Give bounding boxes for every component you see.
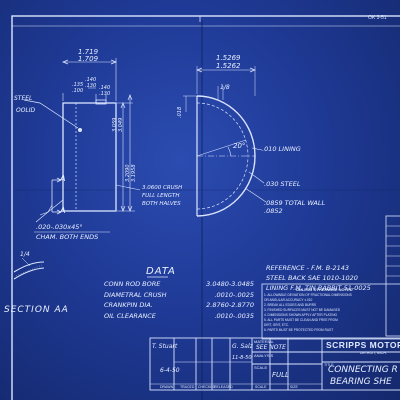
section-letter-a-bottom: A bbox=[60, 206, 66, 215]
leader-label-steel: STEEL bbox=[14, 95, 33, 102]
dim-notch-c: .140 bbox=[85, 77, 97, 83]
dim-notch-e: .140 bbox=[99, 85, 111, 91]
section-aa-label: SECTION AA bbox=[4, 305, 69, 315]
dim-width-bottom: 1.709 bbox=[78, 55, 99, 63]
col-checked: CHECKED bbox=[198, 385, 216, 389]
reference-line-3: LINING F.M. TIN BABBIT 51-0025 bbox=[266, 284, 371, 292]
dim-notch-a: .135 bbox=[72, 82, 84, 88]
sheet-border bbox=[11, 15, 400, 400]
drawn-signature: T. Stuart bbox=[152, 343, 178, 350]
length-label-full: FULL LENGTH bbox=[142, 193, 180, 199]
col-scale: SCALE bbox=[255, 385, 267, 389]
dim-width-top: 1.719 bbox=[78, 48, 99, 56]
note-line: 5. ALL PARTS MUST BE CLEAN AND FREE FROM bbox=[264, 318, 338, 322]
length-label-crush: 3.0600 CRUSH bbox=[142, 185, 183, 191]
right-view-outline bbox=[183, 66, 267, 217]
data-row: DIAMETRAL CRUSH .0010-.0025 bbox=[104, 290, 254, 303]
arc-side-dim: .018 bbox=[177, 106, 183, 118]
data-row-label: CONN ROD BORE bbox=[104, 280, 161, 288]
note-line: DIRT, GRIT, ETC. bbox=[264, 323, 290, 327]
total-wall-label: .0859 TOTAL WALL bbox=[264, 199, 326, 207]
left-view-outline bbox=[23, 58, 141, 233]
material-value: SEE NOTE bbox=[256, 344, 286, 351]
dim-notch-d: .130 bbox=[85, 83, 97, 89]
material-label: MATERIAL bbox=[254, 339, 274, 344]
scale-label: SCALE bbox=[254, 365, 268, 370]
chamfer-size: .020-.030x45° bbox=[36, 223, 83, 231]
steel-label: .030 STEEL bbox=[264, 180, 301, 188]
vertical-dim-2: 3.049 bbox=[118, 117, 124, 132]
length-label-halves: BOTH HALVES bbox=[142, 201, 181, 207]
notes-heading: UNLESS OTHERWISE NOTED bbox=[296, 287, 353, 292]
data-table-title: DATA bbox=[146, 266, 176, 277]
data-row: CRANKPIN DIA. 2.8760-2.8770 bbox=[104, 302, 254, 313]
vertical-dim-4: 3.1958 bbox=[131, 164, 137, 183]
title-block-grid bbox=[149, 337, 400, 391]
data-row: OIL CLEARANCE .0010-.0035 bbox=[104, 311, 254, 324]
data-row-value: .0010-.0025 bbox=[214, 290, 254, 299]
data-table: CONN ROD BORE 3.0480-3.0485 DIAMETRAL CR… bbox=[104, 281, 254, 323]
arc-dim-top-1: 1.5269 bbox=[216, 54, 241, 62]
col-traced: TRACED bbox=[180, 385, 195, 389]
scale-value: FULL bbox=[272, 371, 289, 379]
title-label: TITLE bbox=[324, 363, 334, 367]
data-row-value: 2.8760-2.8770 bbox=[206, 301, 254, 309]
notes-box bbox=[261, 283, 400, 340]
data-row-value: .0010-.0035 bbox=[214, 311, 254, 320]
section-aa-outline bbox=[13, 257, 45, 280]
dim-notch-f: .130 bbox=[99, 91, 111, 97]
sheet-corner-ref: OK 3-51 bbox=[368, 15, 387, 21]
reference-line-1: REFERENCE - F.M. B-2143 bbox=[266, 264, 350, 272]
col-released: RELEASED bbox=[214, 385, 233, 389]
analysis-label: ANALYSIS bbox=[254, 353, 274, 358]
drawing-title-2: BEARING SHE bbox=[330, 377, 392, 387]
data-row-label: OIL CLEARANCE bbox=[104, 311, 156, 320]
section-fraction: 1/4 bbox=[20, 251, 30, 258]
released-signature: G. Salz bbox=[232, 343, 253, 350]
arc-angle: 20° bbox=[233, 142, 246, 150]
col-drawn: DRAWN bbox=[160, 385, 174, 389]
note-line: 1. ALLOWABLE DEVIATION OF FRACTIONAL DIM… bbox=[264, 293, 352, 297]
data-row: CONN ROD BORE 3.0480-3.0485 bbox=[104, 281, 254, 292]
note-line: 4. DIMENSIONS SHOWN APPLY AFTER PLATING bbox=[264, 313, 337, 317]
note-line: 6. PARTS MUST BE PROTECTED FROM RUST bbox=[264, 328, 334, 332]
col-size: SIZE bbox=[290, 385, 298, 389]
lining-label: .010 LINING bbox=[262, 145, 301, 153]
section-letter-a-top: A bbox=[60, 174, 66, 183]
drawing-title-1: CONNECTING R bbox=[328, 365, 398, 375]
notes-list: 1. ALLOWABLE DEVIATION OF FRACTIONAL DIM… bbox=[264, 293, 384, 334]
drawn-date: 6-4-50 bbox=[160, 367, 180, 374]
dim-notch-b: .100 bbox=[72, 88, 84, 94]
released-date: 11-8-50 bbox=[232, 355, 252, 361]
company-name: SCRIPPS MOTOR bbox=[326, 340, 400, 350]
data-row-value: 3.0480-3.0485 bbox=[206, 280, 254, 288]
note-line: 3. FINISHED SURFACES MUST NOT BE DAMAGED bbox=[264, 308, 341, 312]
data-row-label: CRANKPIN DIA. bbox=[104, 301, 153, 309]
arc-dim-small: 1/8 bbox=[220, 84, 230, 91]
arc-dim-top-2: 1.5262 bbox=[216, 62, 241, 70]
chamfer-note: CHAM. BOTH ENDS bbox=[36, 233, 99, 241]
company-location: DETROIT, MICH. bbox=[360, 351, 387, 355]
reference-line-2: STEEL BACK SAE 1010-1020 bbox=[266, 274, 358, 282]
note-line: 2. BREAK ALL EDGES AND BURRS bbox=[264, 303, 317, 307]
total-wall-label-2: .0852 bbox=[264, 207, 283, 215]
leader-label-solid: OOLID bbox=[16, 107, 36, 114]
data-row-label: DIAMETRAL CRUSH bbox=[104, 290, 167, 299]
note-line: OR ANGULAR ACCURACY ±.010 bbox=[264, 298, 313, 302]
